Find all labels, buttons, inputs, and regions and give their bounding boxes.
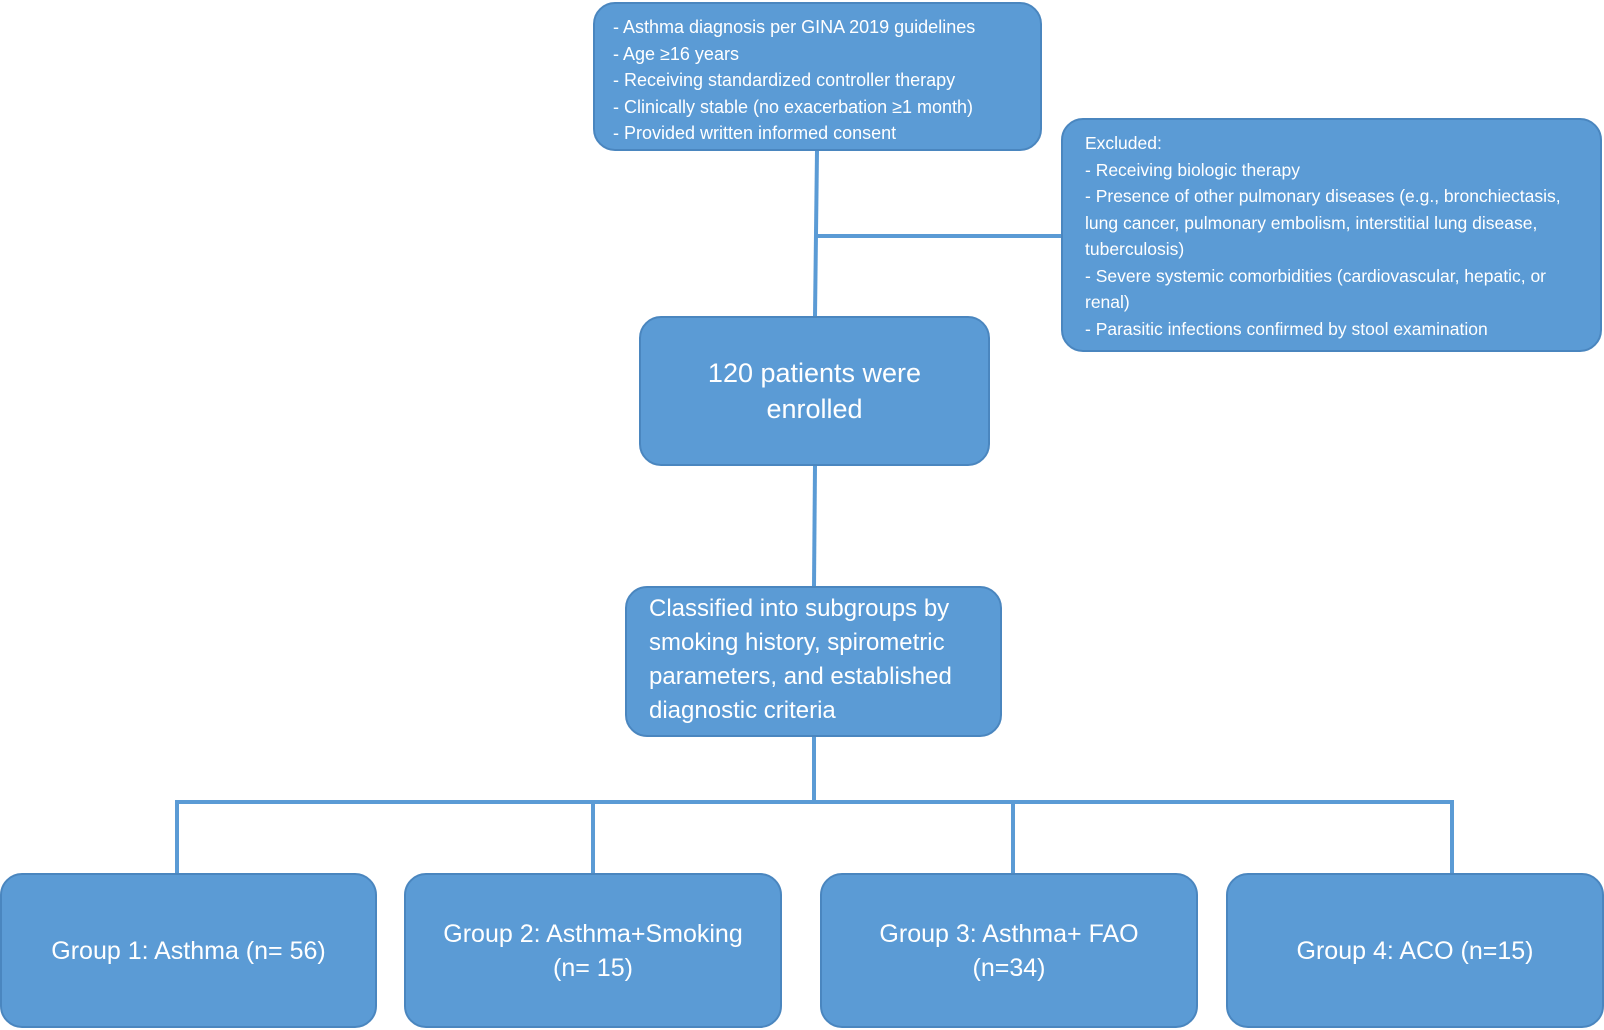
connector-inclusion-to-enrolled bbox=[813, 150, 819, 317]
group-4-label: Group 4: ACO (n=15) bbox=[1296, 936, 1534, 965]
inclusion-item: - Clinically stable (no exacerbation ≥1 … bbox=[613, 96, 974, 117]
exclusion-criteria-box: Excluded: - Receiving biologic therapy -… bbox=[1061, 118, 1602, 352]
exclusion-item: - Presence of other pulmonary diseases (… bbox=[1085, 186, 1561, 259]
inclusion-item: - Provided written informed consent bbox=[613, 123, 897, 143]
group-1-box: Group 1: Asthma (n= 56) bbox=[0, 873, 377, 1028]
inclusion-criteria-box: - Asthma diagnosis per GINA 2019 guideli… bbox=[593, 2, 1042, 151]
group-2-label: Group 2: Asthma+Smoking (n= 15) bbox=[443, 919, 743, 982]
inclusion-item: - Age ≥16 years bbox=[613, 43, 739, 64]
exclusion-criteria-list: - Receiving biologic therapy - Presence … bbox=[1085, 157, 1580, 343]
exclusion-item: - Severe systemic comorbidities (cardiov… bbox=[1085, 265, 1547, 313]
group-2-box: Group 2: Asthma+Smoking (n= 15) bbox=[404, 873, 782, 1028]
enrolled-text: 120 patients were enrolled bbox=[707, 358, 922, 424]
classification-box: Classified into subgroups by smoking his… bbox=[625, 586, 1002, 737]
connector-enrolled-to-classified bbox=[812, 465, 817, 587]
group-1-label: Group 1: Asthma (n= 56) bbox=[51, 936, 326, 965]
group-4-box: Group 4: ACO (n=15) bbox=[1226, 873, 1604, 1028]
enrolled-box: 120 patients were enrolled bbox=[639, 316, 990, 466]
exclusion-item: - Parasitic infections confirmed by stoo… bbox=[1085, 318, 1488, 339]
classification-text: Classified into subgroups by smoking his… bbox=[649, 595, 952, 724]
group-3-label: Group 3: Asthma+ FAO (n=34) bbox=[879, 919, 1139, 982]
inclusion-criteria-list: - Asthma diagnosis per GINA 2019 guideli… bbox=[613, 14, 1022, 147]
exclusion-title: Excluded: bbox=[1085, 133, 1162, 153]
group-3-box: Group 3: Asthma+ FAO (n=34) bbox=[820, 873, 1198, 1028]
inclusion-item: - Receiving standardized controller ther… bbox=[613, 70, 956, 90]
inclusion-item: - Asthma diagnosis per GINA 2019 guideli… bbox=[613, 17, 976, 37]
exclusion-item: - Receiving biologic therapy bbox=[1085, 159, 1300, 180]
